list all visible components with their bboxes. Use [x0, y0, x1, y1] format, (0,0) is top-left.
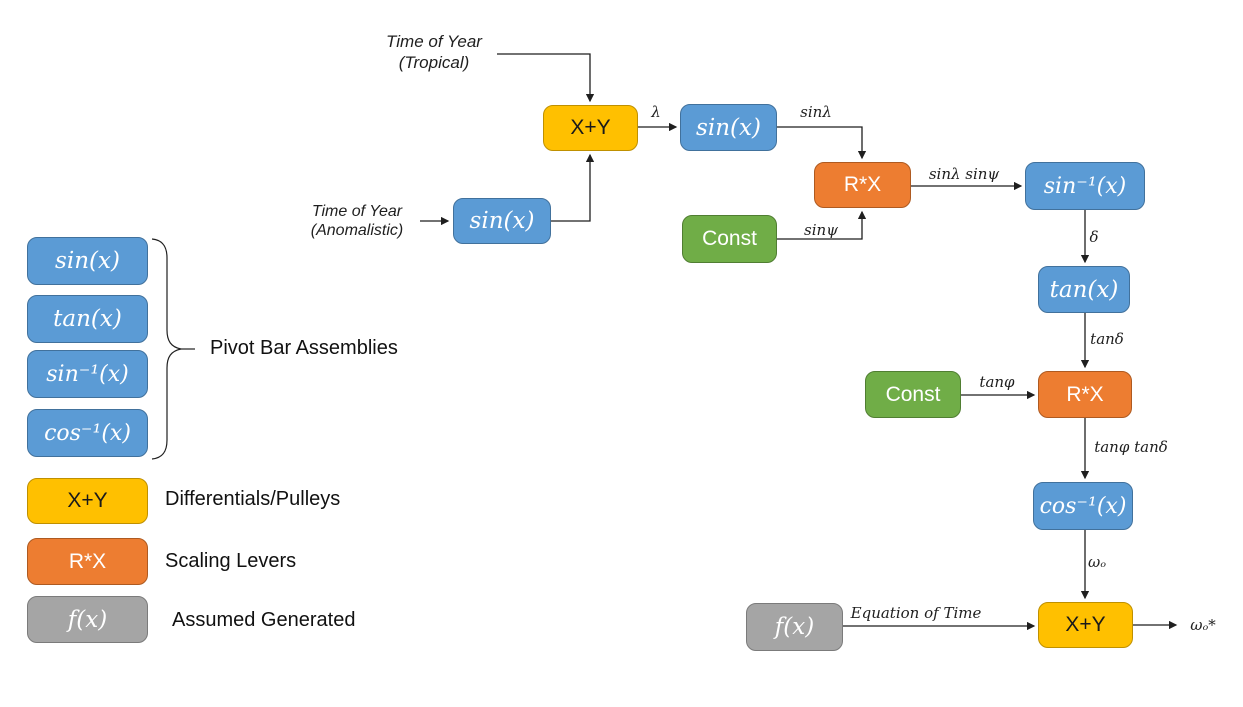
- input-anomalistic-line2: (Anomalistic): [310, 222, 404, 239]
- legend-pivot-label: Pivot Bar Assemblies: [210, 337, 398, 359]
- edge-label-sin-lambda-sin-psi: sinλ sinψ: [928, 165, 1000, 183]
- node-rx-mid-label: R*X: [1066, 382, 1104, 406]
- node-arcsin-label: sin⁻¹(x): [1043, 173, 1127, 199]
- edge-label-equation-of-time: Equation of Time: [850, 604, 982, 622]
- node-arccos-label: cos⁻¹(x): [1039, 493, 1127, 519]
- edge-sin-anomalistic-to-xy-top: [551, 153, 595, 222]
- legend-box-sin: sin(x): [27, 237, 148, 285]
- node-rx-top-label: R*X: [843, 173, 882, 196]
- node-const-top: Const: [682, 215, 777, 263]
- edge-label-tan-phi-tan-delta: tanφ tanδ: [1094, 438, 1168, 456]
- edge-label-lambda: λ: [651, 103, 661, 121]
- node-sin-anomalistic: sin(x): [453, 198, 551, 244]
- legend-box-sin-label: sin(x): [55, 248, 120, 274]
- node-xy-top-label: X+Y: [570, 116, 611, 139]
- legend-box-fx: f(x): [27, 596, 148, 643]
- node-sin-top: sin(x): [680, 104, 777, 151]
- legend-box-arccos-label: cos⁻¹(x): [44, 420, 131, 446]
- edge-label-sin-lambda: sinλ: [800, 103, 832, 121]
- node-xy-bottom: X+Y: [1038, 602, 1133, 648]
- input-anomalistic: Time of Year (Anomalistic): [296, 202, 418, 240]
- edge-tropical-to-xy-top: [497, 53, 595, 103]
- node-fx: f(x): [746, 603, 843, 651]
- node-tan: tan(x): [1038, 266, 1130, 313]
- legend-box-tan-label: tan(x): [53, 306, 122, 332]
- node-fx-label: f(x): [774, 614, 815, 640]
- input-anomalistic-line1: Time of Year: [311, 203, 403, 220]
- curly-brace: [151, 238, 182, 460]
- legend-box-arcsin-label: sin⁻¹(x): [46, 361, 129, 387]
- input-tropical-line2: (Tropical): [398, 53, 470, 72]
- legend-box-arcsin: sin⁻¹(x): [27, 350, 148, 398]
- legend-differentials-label: Differentials/Pulleys: [165, 488, 341, 510]
- legend-box-rx-label: R*X: [68, 549, 107, 573]
- node-sin-anomalistic-label: sin(x): [469, 208, 535, 234]
- input-tropical-line1: Time of Year: [386, 32, 482, 51]
- edge-label-omega-o-star: ωₒ*: [1190, 616, 1216, 634]
- edge-label-omega-o: ωₒ: [1087, 553, 1107, 571]
- node-rx-top: R*X: [814, 162, 911, 208]
- node-const-top-label: Const: [702, 227, 757, 250]
- node-arccos: cos⁻¹(x): [1033, 482, 1133, 530]
- edge-label-tan-phi: tanφ: [979, 373, 1015, 391]
- edge-label-delta: δ: [1089, 228, 1099, 246]
- legend-box-xy-label: X+Y: [67, 489, 108, 512]
- legend-box-arccos: cos⁻¹(x): [27, 409, 148, 457]
- legend-box-rx: R*X: [27, 538, 148, 585]
- legend-assumed-label: Assumed Generated: [172, 609, 356, 631]
- legend-box-tan: tan(x): [27, 295, 148, 343]
- legend-scaling-label: Scaling Levers: [165, 550, 297, 572]
- edge-label-sin-psi: sinψ: [804, 221, 838, 239]
- node-const-mid: Const: [865, 371, 961, 418]
- node-const-mid-label: Const: [885, 382, 941, 406]
- node-tan-label: tan(x): [1049, 276, 1119, 303]
- edge-label-tan-delta: tanδ: [1090, 330, 1124, 348]
- legend-box-fx-label: f(x): [67, 606, 108, 633]
- node-rx-mid: R*X: [1038, 371, 1132, 418]
- node-xy-bottom-label: X+Y: [1065, 613, 1106, 636]
- input-tropical: Time of Year (Tropical): [374, 31, 494, 73]
- legend-box-xy: X+Y: [27, 478, 148, 524]
- node-sin-top-label: sin(x): [696, 114, 761, 141]
- node-arcsin: sin⁻¹(x): [1025, 162, 1145, 210]
- node-xy-top: X+Y: [543, 105, 638, 151]
- edge-sin-top-to-rx-top: [777, 126, 867, 160]
